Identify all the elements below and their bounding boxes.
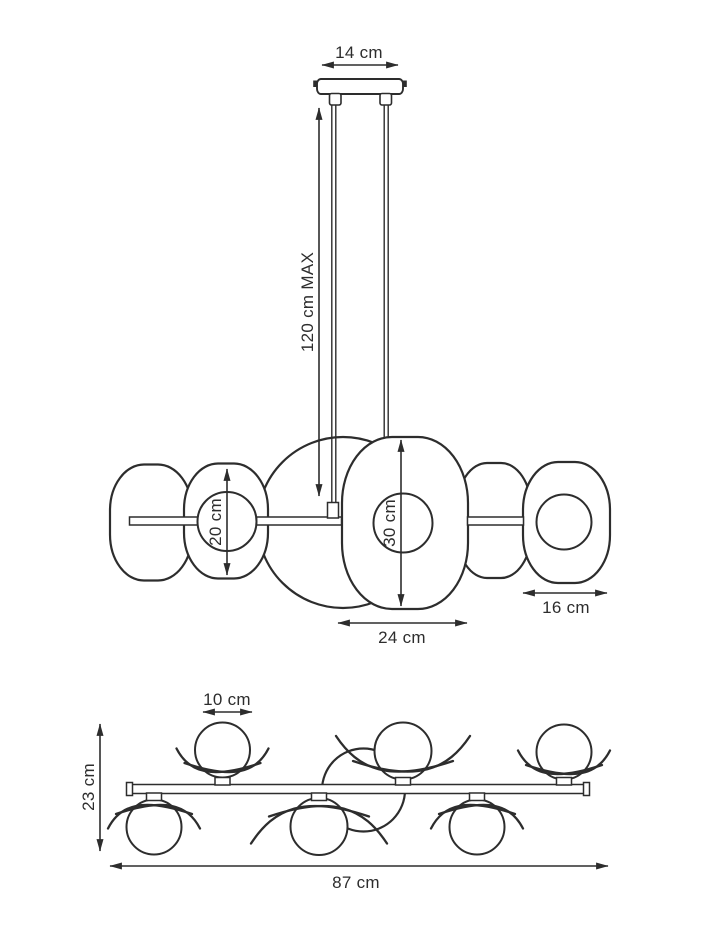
front-view: 14 cm 120 cm MAX 20 cm 30 cm 24 cm 16 cm bbox=[108, 43, 612, 647]
ceiling-canopy bbox=[316, 78, 404, 95]
dim-label-ball-diameter: 10 cm bbox=[203, 690, 251, 709]
tab-bottom-1 bbox=[145, 792, 163, 802]
right-wire-stem bbox=[379, 92, 393, 106]
dim-depth: 23 cm bbox=[79, 723, 104, 852]
dim-label-length: 87 cm bbox=[332, 873, 380, 892]
left-wire-stem bbox=[328, 92, 342, 106]
arm-segment-right bbox=[466, 516, 525, 526]
canopy-right-screw bbox=[401, 80, 407, 87]
rail-right-cap bbox=[582, 781, 591, 797]
dim-label-depth: 23 cm bbox=[79, 763, 98, 811]
dim-label-large-shade-diameter: 30 cm bbox=[380, 499, 399, 547]
dim-ball-diameter: 10 cm bbox=[202, 690, 253, 716]
dim-small-shade-diameter: 20 cm bbox=[206, 468, 231, 576]
dim-label-canopy-width: 14 cm bbox=[335, 43, 383, 62]
tab-top-3 bbox=[555, 776, 573, 786]
tab-top-2 bbox=[394, 776, 412, 786]
dim-large-shade-width: 24 cm bbox=[337, 619, 468, 647]
top-view: 10 cm 23 cm 87 cm bbox=[79, 690, 612, 892]
glass-ball-right bbox=[535, 493, 593, 551]
tab-top-1 bbox=[214, 776, 231, 786]
rail-left-cap bbox=[125, 781, 134, 797]
dim-right-shade-width: 16 cm bbox=[522, 589, 608, 617]
arm-segment-left bbox=[128, 516, 199, 526]
tab-bottom-2 bbox=[310, 792, 328, 802]
dim-label-large-shade-width: 24 cm bbox=[378, 628, 426, 647]
tab-bottom-3 bbox=[468, 792, 486, 802]
dim-label-small-shade-diameter: 20 cm bbox=[206, 498, 225, 546]
wing-wires bbox=[106, 734, 612, 845]
rail-bar bbox=[129, 783, 585, 795]
wire-arm-connector bbox=[326, 501, 340, 519]
dim-label-right-shade-width: 16 cm bbox=[542, 598, 590, 617]
dim-label-max-drop: 120 cm MAX bbox=[298, 252, 317, 352]
dim-length: 87 cm bbox=[109, 862, 609, 892]
canopy-left-screw bbox=[313, 80, 319, 87]
dim-large-shade-diameter: 30 cm bbox=[380, 439, 405, 607]
dim-canopy-width: 14 cm bbox=[321, 43, 399, 69]
dim-max-drop: 120 cm MAX bbox=[298, 107, 323, 497]
